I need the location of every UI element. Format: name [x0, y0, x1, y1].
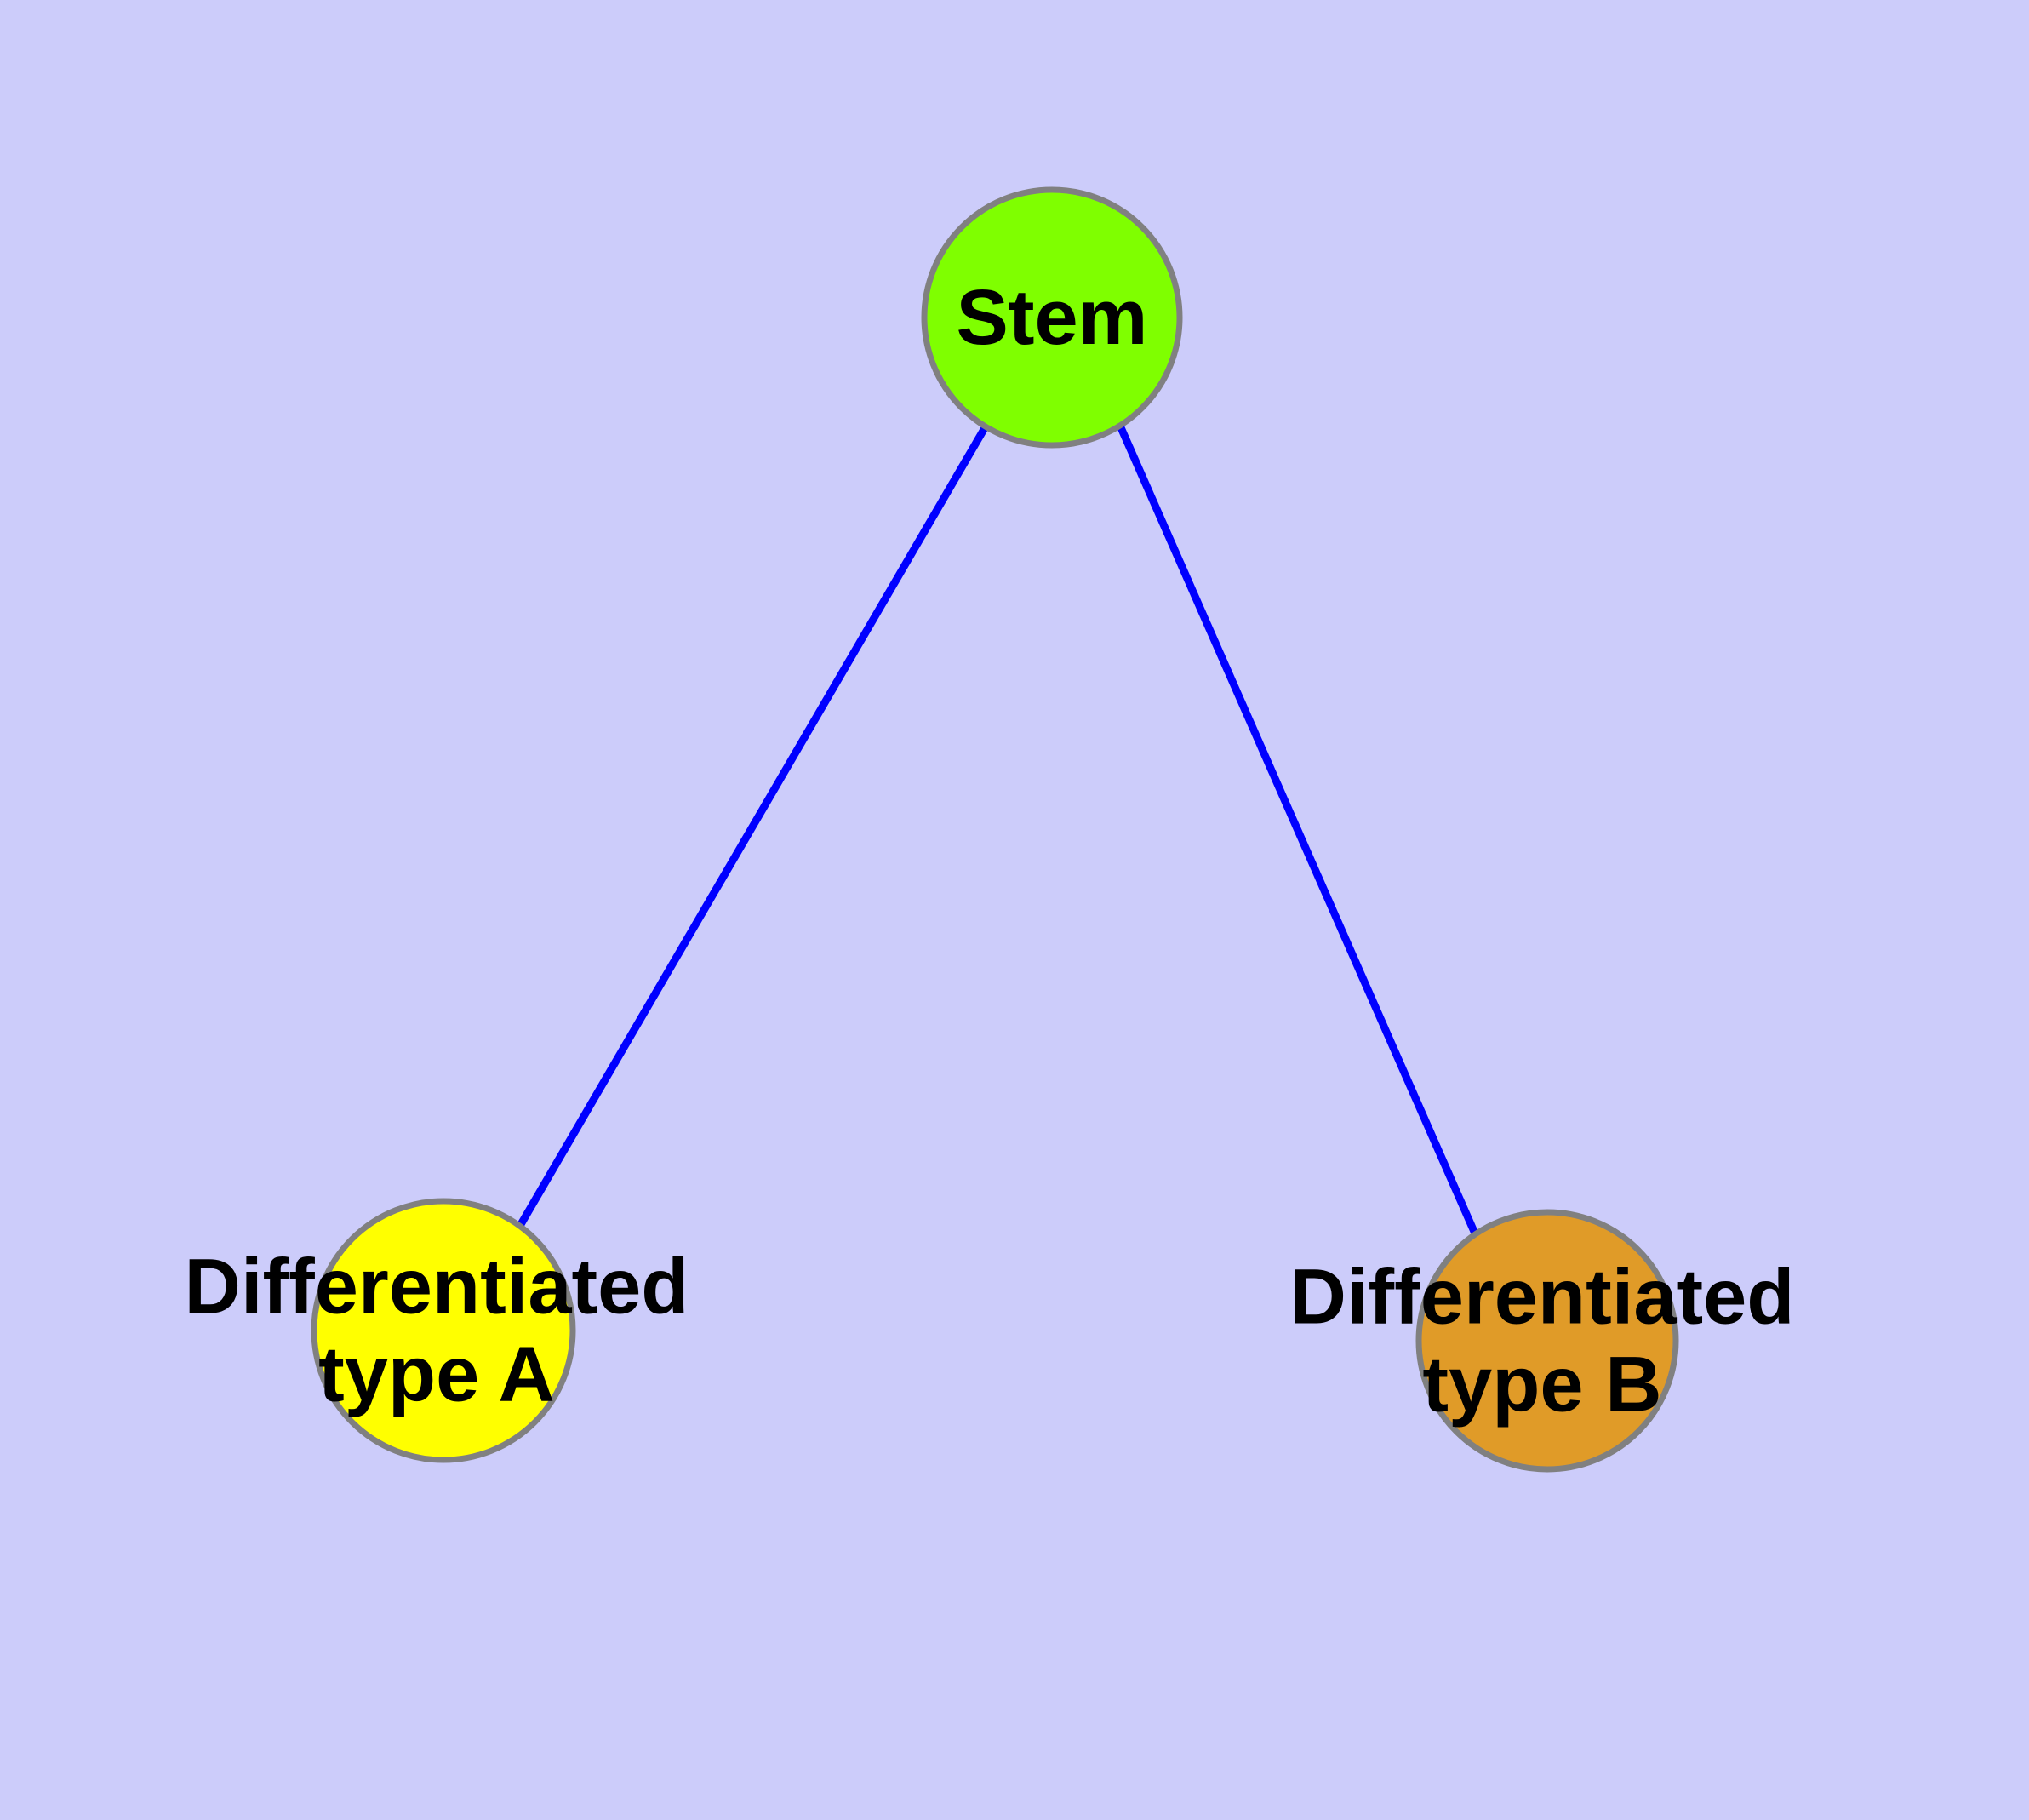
graph-node-label-stem: Stem	[957, 274, 1148, 361]
graph-node-diff-b[interactable]	[1415, 1209, 1679, 1473]
graph-node-diff-a[interactable]	[311, 1198, 576, 1463]
graph-node-label-line: Differentiated	[1290, 1253, 1795, 1340]
graph-edge-stem-to-diff-b	[1116, 424, 1479, 1235]
nodes-layer	[311, 186, 1679, 1473]
edges-layer	[517, 424, 1479, 1235]
graph-edge-stem-to-diff-a	[517, 424, 989, 1228]
graph-node-stem[interactable]	[921, 186, 1183, 449]
graph-node-label-line: type B	[1422, 1342, 1661, 1428]
graph-node-label-line: type A	[318, 1331, 555, 1418]
graph-node-label-line: Differentiated	[185, 1243, 689, 1330]
graph-node-label-line: Stem	[957, 274, 1148, 361]
